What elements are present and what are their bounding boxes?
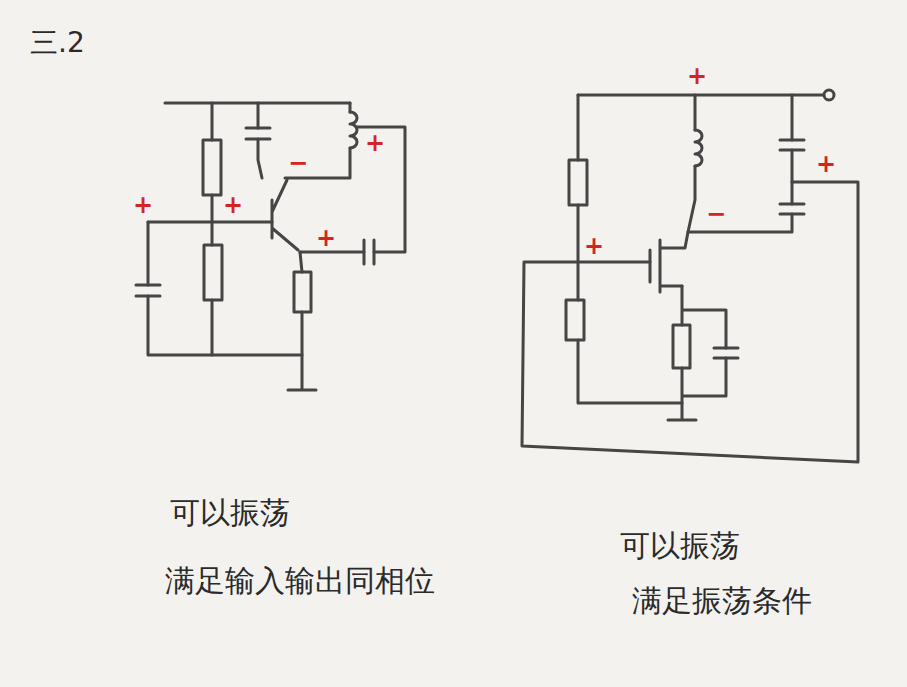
wire xyxy=(578,94,823,97)
polarity-mark: + xyxy=(687,63,707,89)
transistor-symbol xyxy=(272,180,298,250)
wire xyxy=(148,222,302,355)
polarity-mark: − xyxy=(706,201,726,227)
conclusion-note: 满足输入输出同相位 xyxy=(165,564,435,597)
polarity-mark: − xyxy=(288,150,308,176)
polarity-mark: + xyxy=(816,151,836,177)
conclusion-note: 可以振荡 xyxy=(170,496,290,529)
capacitor-symbol xyxy=(136,285,160,296)
polarity-mark: + xyxy=(133,192,153,218)
resistor-symbol xyxy=(673,325,690,368)
polarity-mark: + xyxy=(365,130,385,156)
capacitor-symbol xyxy=(364,240,374,264)
resistor-symbol xyxy=(569,160,587,205)
resistor-symbol xyxy=(204,245,222,300)
terminal xyxy=(824,90,834,100)
capacitor-symbol xyxy=(780,140,804,214)
capacitor-symbol xyxy=(714,348,738,358)
fet-symbol xyxy=(650,232,688,292)
inductor-symbol xyxy=(695,130,702,166)
problem-number: 三.2 xyxy=(30,28,85,59)
wire xyxy=(288,252,316,390)
polarity-mark: + xyxy=(223,192,243,218)
polarity-mark: + xyxy=(584,233,604,259)
wire xyxy=(211,103,214,222)
wire xyxy=(694,95,697,130)
wire xyxy=(148,221,272,224)
resistor-symbol xyxy=(294,272,311,312)
wire xyxy=(211,222,214,355)
inductor-symbol xyxy=(350,112,357,148)
polarity-mark: + xyxy=(316,225,336,251)
conclusion-note: 可以振荡 xyxy=(620,529,740,562)
wire xyxy=(688,166,792,232)
conclusion-note: 满足振荡条件 xyxy=(632,584,812,617)
wire xyxy=(522,182,858,462)
wire xyxy=(300,127,405,252)
wire xyxy=(285,148,350,178)
capacitor-symbol xyxy=(246,128,270,139)
resistor-symbol xyxy=(203,140,221,195)
resistor-symbol xyxy=(566,300,584,340)
wire xyxy=(668,286,726,420)
